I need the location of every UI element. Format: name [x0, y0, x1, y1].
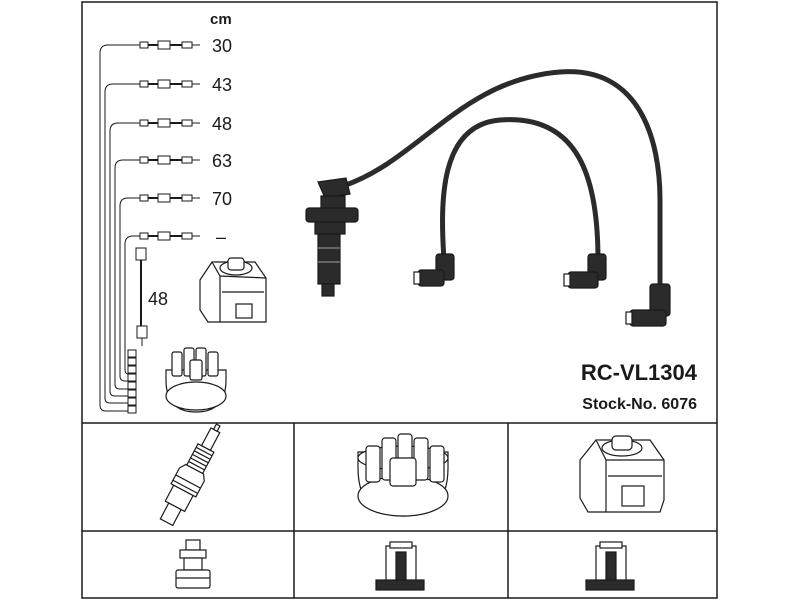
cable-long [340, 69, 663, 293]
coil-boot [305, 177, 359, 297]
stock-number: Stock-No. 6076 [582, 396, 697, 413]
length-label-1: 30 [212, 36, 232, 56]
length-label-6: – [216, 227, 226, 247]
angled-distributor-connector-icon [375, 541, 425, 591]
ignition-coil-icon [199, 257, 267, 323]
cable-row-5 [139, 193, 200, 203]
cable-row-3 [139, 118, 200, 128]
angled-connector-middle-right [563, 253, 607, 289]
frame [81, 1, 718, 599]
coil-lead-length-label: 48 [148, 289, 168, 309]
part-number: RC-VL1304 [581, 360, 698, 385]
angled-connector-middle-left [413, 253, 455, 287]
unit-label: cm [210, 11, 232, 28]
outer-border [81, 1, 718, 599]
distributor-cap-icon [165, 347, 227, 413]
length-label-4: 63 [212, 151, 232, 171]
length-labels: 30 43 48 63 70 – [212, 36, 232, 247]
cable-bundle-lines [99, 44, 140, 412]
distributor-terminals [127, 349, 137, 414]
cable-row-4 [139, 155, 200, 165]
angled-connector-long [625, 283, 671, 327]
ignition-coil-large-icon [579, 435, 665, 513]
length-label-2: 43 [212, 75, 232, 95]
length-label-3: 48 [212, 114, 232, 134]
distributor-cap-large-icon [357, 433, 449, 517]
cable-set-drawing [340, 69, 663, 293]
cable-row-6 [139, 231, 200, 241]
straight-plug-connector-icon [175, 539, 211, 589]
cable-row-1 [139, 40, 200, 50]
spark-plug-icon [159, 423, 221, 527]
cable-row-2 [139, 79, 200, 89]
angled-coil-connector-icon [585, 541, 635, 591]
length-label-5: 70 [212, 189, 232, 209]
coil-lead-drawing [135, 247, 148, 346]
cable-middle [440, 117, 601, 263]
